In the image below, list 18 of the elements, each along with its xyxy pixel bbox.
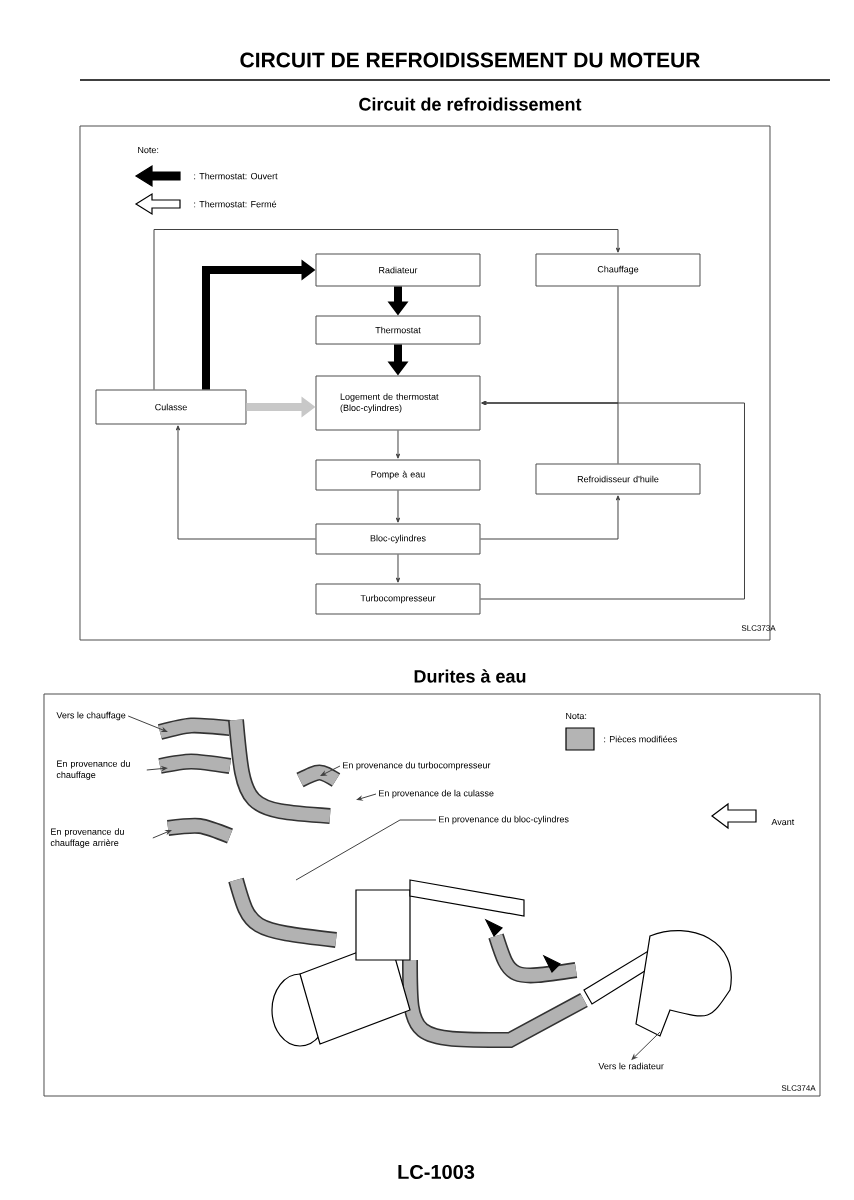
leader-arrow (127, 715, 168, 732)
arrow (395, 490, 401, 523)
section-title: Circuit de refroidissement (359, 97, 582, 111)
leader-arrow (152, 830, 172, 839)
leader-line (295, 819, 437, 881)
page-number: LC-1003 (398, 1164, 475, 1180)
page-title: CIRCUIT DE REFROIDISSEMENT DU MOTEUR (240, 52, 700, 68)
section-title: Durites à eau (414, 669, 526, 683)
arrow (175, 425, 316, 540)
leader-arrow (320, 765, 341, 776)
arrow (480, 400, 745, 600)
leader-arrow (356, 793, 377, 801)
leader-arrow (631, 1031, 661, 1060)
arrow (153, 229, 621, 390)
arrow (480, 495, 621, 540)
arrow (395, 554, 401, 583)
leader-arrow (146, 766, 168, 771)
arrow (395, 430, 401, 459)
